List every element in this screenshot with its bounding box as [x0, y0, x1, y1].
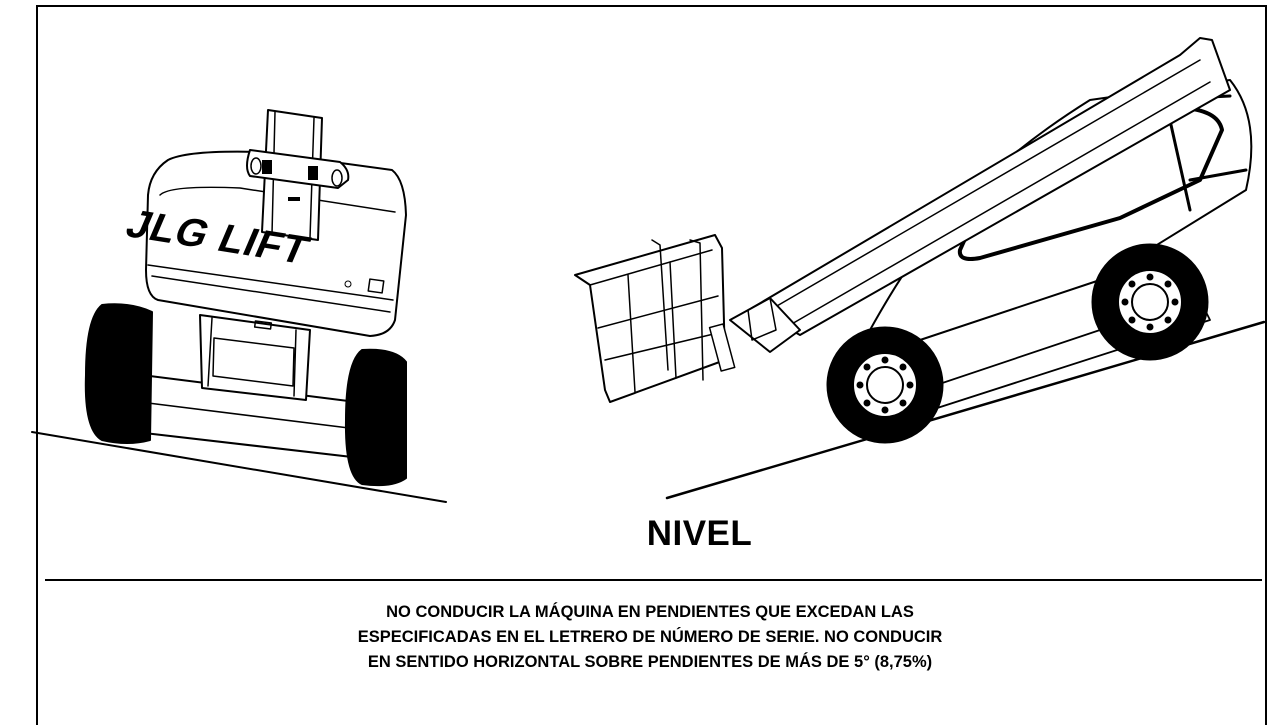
front-view-left-tire: [84, 303, 153, 444]
warning-line-1: NO CONDUCIR LA MÁQUINA EN PENDIENTES QUE…: [386, 603, 914, 621]
front-view-right-tire: [344, 348, 407, 487]
front-view-machine: JLG LIFT: [31, 109, 447, 503]
warning-line-3: EN SENTIDO HORIZONTAL SOBRE PENDIENTES D…: [367, 653, 933, 671]
front-view-lower-housing: [199, 314, 311, 401]
side-view-platform: [574, 234, 726, 403]
side-view-front-wheel: [826, 326, 944, 444]
front-view-ground-line: [31, 431, 447, 503]
side-view-rear-wheel: [1091, 243, 1209, 361]
divider-line: [45, 579, 1262, 581]
front-view-turntable: [145, 150, 407, 337]
level-label: NIVEL: [646, 514, 753, 553]
warning-text: NO CONDUCIR LA MÁQUINA EN PENDIENTES QUE…: [60, 600, 1240, 675]
side-view-machine: [574, 37, 1266, 500]
warning-line-2: ESPECIFICADAS EN EL LETRERO DE NÚMERO DE…: [357, 628, 943, 646]
decal-frame: [36, 5, 1267, 725]
